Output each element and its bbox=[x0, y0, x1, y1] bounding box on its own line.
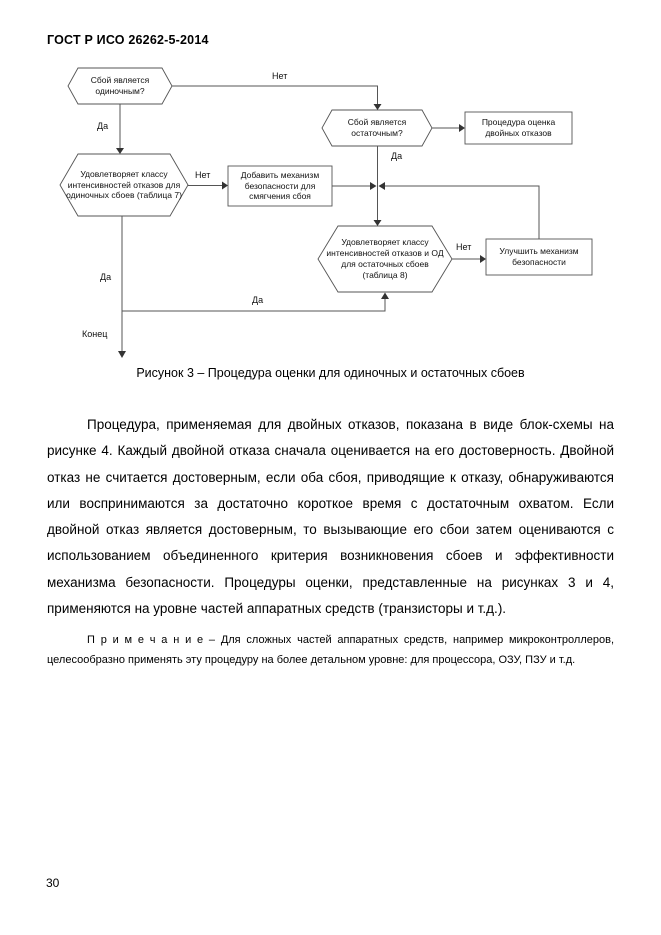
process-dual-point-shape bbox=[464, 111, 573, 145]
branch-label-no-table8: Нет bbox=[456, 242, 472, 252]
node-dual-point-procedure: Процедура оценка двойных отказов bbox=[481, 117, 556, 138]
flowchart-canvas bbox=[59, 67, 593, 358]
process-add-mechanism-shape bbox=[227, 165, 333, 207]
node-single-class-question: Удовлетворяет классу интенсивностей отка… bbox=[66, 168, 182, 201]
decision-residual-class-shape bbox=[317, 225, 453, 293]
node-single-fault-question: Сбой является одиночным? bbox=[90, 75, 150, 96]
end-label: Конец bbox=[82, 329, 108, 339]
flowchart-arrowheads bbox=[116, 104, 486, 358]
decision-single-fault-shape bbox=[67, 67, 173, 105]
decision-single-class-shape bbox=[59, 153, 189, 217]
branch-label-no-table7: Нет bbox=[195, 170, 211, 180]
body-paragraph: Процедура, применяемая для двойных отказ… bbox=[47, 417, 614, 617]
branch-label-yes-single: Да bbox=[97, 121, 109, 131]
page-number: 30 bbox=[46, 876, 60, 890]
decision-residual-fault-shape bbox=[321, 109, 433, 147]
branch-label-yes-residual: Да bbox=[391, 151, 403, 161]
node-add-safety-mechanism: Добавить механизм безопасности для смягч… bbox=[240, 169, 320, 202]
branch-label-yes-table8: Да bbox=[252, 295, 264, 305]
note-paragraph: П р и м е ч а н и е – Для сложных частей… bbox=[47, 634, 614, 666]
flowchart-figure: Сбой является одиночным? Сбой является о… bbox=[0, 0, 661, 400]
node-residual-class-question: Удовлетворяет классу интенсивностей отка… bbox=[326, 237, 444, 280]
process-improve-mechanism-shape bbox=[485, 238, 593, 276]
document-header-title: ГОСТ Р ИСО 26262-5-2014 bbox=[47, 33, 209, 47]
node-residual-fault-question: Сбой является остаточным? bbox=[347, 117, 407, 138]
node-improve-safety-mechanism: Улучшить механизм безопасности bbox=[499, 246, 579, 267]
branch-label-yes-table7: Да bbox=[100, 272, 112, 282]
flowchart-shapes bbox=[59, 67, 593, 293]
figure-caption: Рисунок 3 – Процедура оценки для одиночн… bbox=[136, 366, 525, 380]
branch-label-no-single: Нет bbox=[272, 71, 288, 81]
flowchart-connectors bbox=[119, 85, 540, 351]
